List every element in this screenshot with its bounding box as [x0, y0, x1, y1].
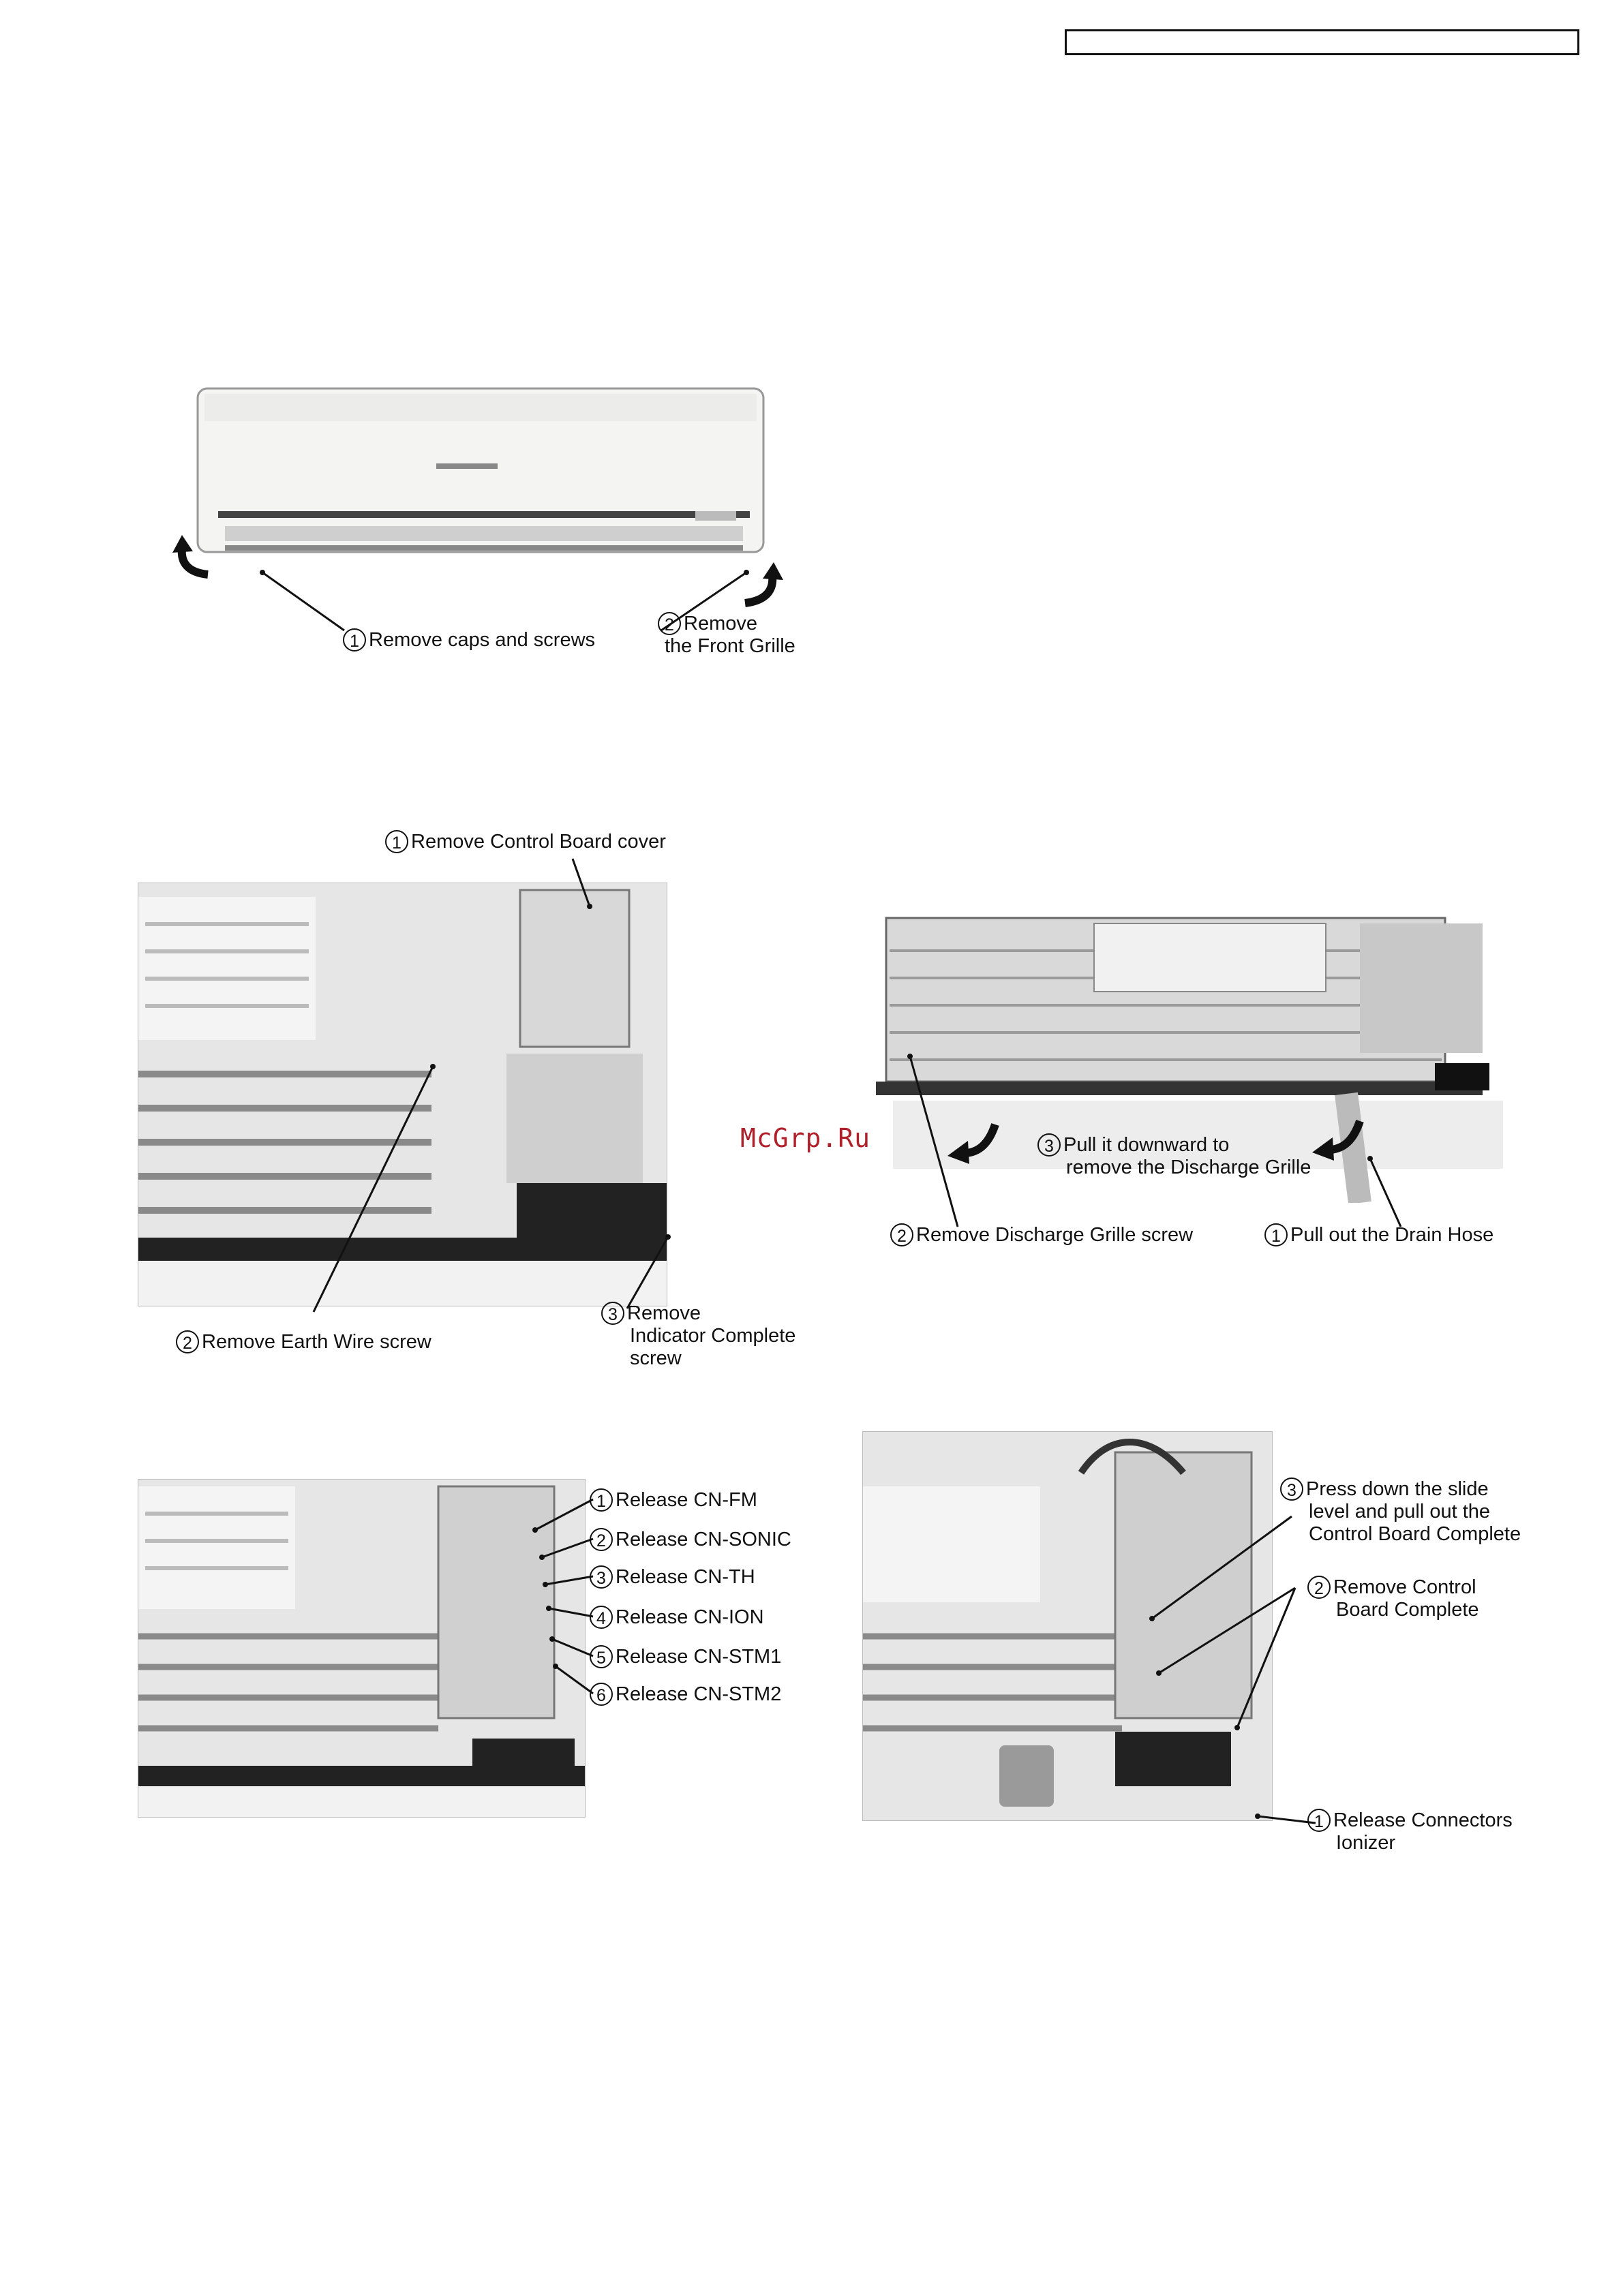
photo-control-board-cover	[138, 883, 667, 1306]
photo-control-board-complete	[862, 1431, 1273, 1821]
header-box	[1065, 29, 1579, 55]
step-number: 4	[590, 1606, 613, 1629]
photo-discharge-grille	[869, 910, 1517, 1205]
step-number: 3	[1037, 1133, 1061, 1157]
photo-indoor-unit	[177, 382, 777, 586]
step-number: 2	[1307, 1576, 1331, 1599]
step-number: 5	[590, 1645, 613, 1669]
step-number: 1	[1307, 1809, 1331, 1833]
step-number: 1	[1264, 1223, 1288, 1247]
step-number: 1	[590, 1488, 613, 1512]
step-number: 3	[601, 1302, 624, 1326]
step-number: 2	[176, 1330, 199, 1354]
step-number: 3	[590, 1565, 613, 1589]
step-number: 1	[343, 628, 366, 652]
step-number: 1	[385, 830, 408, 854]
rotate-arrow-left-icon	[172, 535, 209, 579]
rotate-arrow-right-icon	[744, 562, 783, 607]
watermark: McGrp.Ru	[740, 1123, 871, 1153]
step-number: 6	[590, 1683, 613, 1706]
step-number: 2	[658, 612, 681, 636]
photo-connectors	[138, 1479, 586, 1818]
step-number: 3	[1280, 1478, 1303, 1501]
down-arrow-left-icon	[947, 1122, 999, 1164]
step-number: 2	[590, 1528, 613, 1552]
down-arrow-right-icon	[1312, 1119, 1364, 1161]
step-number: 2	[890, 1223, 913, 1247]
